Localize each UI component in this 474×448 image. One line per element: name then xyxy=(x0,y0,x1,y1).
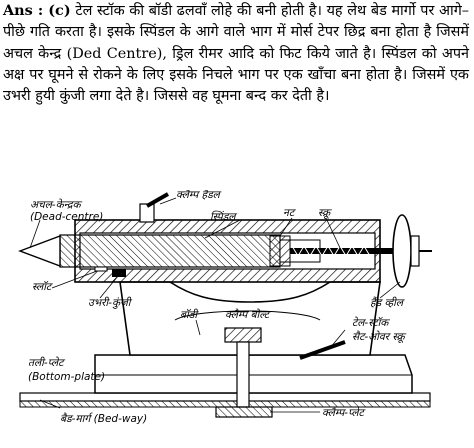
label-nut: नट xyxy=(283,207,297,219)
label-spindle: स्पिंडल xyxy=(210,210,237,223)
label-bottom-plate-hi: तली-प्लेट xyxy=(28,356,66,369)
screw xyxy=(290,245,395,257)
bottom-plate xyxy=(94,354,413,394)
answer-prefix: Ans : (c) xyxy=(3,2,71,19)
tail-stock-body xyxy=(119,281,381,356)
label-bed-way: बैड-मार्ग (Bed-way) xyxy=(60,412,147,425)
clamp-bolt xyxy=(215,327,273,418)
label-clamp-handle: क्लैम्प हैंडल xyxy=(176,190,222,201)
set-over-screw xyxy=(299,340,346,360)
raised-key xyxy=(112,269,126,277)
label-tail-stock: टेल-स्टॉक xyxy=(352,316,390,329)
label-bottom-plate-en: (Bottom-plate) xyxy=(28,371,105,383)
nut xyxy=(269,235,291,267)
tail-stock-diagram: अचल-केन्द्रक (Dead-centre) क्लैम्प हैंडल… xyxy=(18,190,432,425)
label-slot: स्लॉट xyxy=(32,280,54,293)
label-screw: स्क्रू xyxy=(318,207,332,219)
label-clamp-bolt: क्लैम्प बोल्ट xyxy=(225,308,272,321)
label-raised-key: उभरी-कुंजी xyxy=(88,296,133,309)
label-body: बॉडी xyxy=(180,308,199,321)
label-set-over-screw: सैट-ओवर स्क्रू xyxy=(352,330,406,343)
label-hand-wheel: हैंड व्हील xyxy=(370,296,405,309)
label-dead-centre-en: (Dead-centre) xyxy=(30,211,103,223)
slot xyxy=(94,266,108,272)
hand-wheel xyxy=(392,214,432,288)
dead-centre xyxy=(18,234,61,268)
leader-lines xyxy=(29,197,401,413)
label-clamp-plate: क्लैम्प-प्लेट xyxy=(322,406,366,419)
answer-text: टेल स्टॉक की बॉडी ढलवॉं लोहे की बनी होती… xyxy=(3,3,469,105)
label-dead-centre-hi: अचल-केन्द्रक xyxy=(30,198,82,211)
answer-paragraph: Ans : (c) टेल स्टॉक की बॉडी ढलवॉं लोहे क… xyxy=(3,0,469,107)
bed-way xyxy=(19,392,431,408)
clamp-handle xyxy=(139,192,169,223)
